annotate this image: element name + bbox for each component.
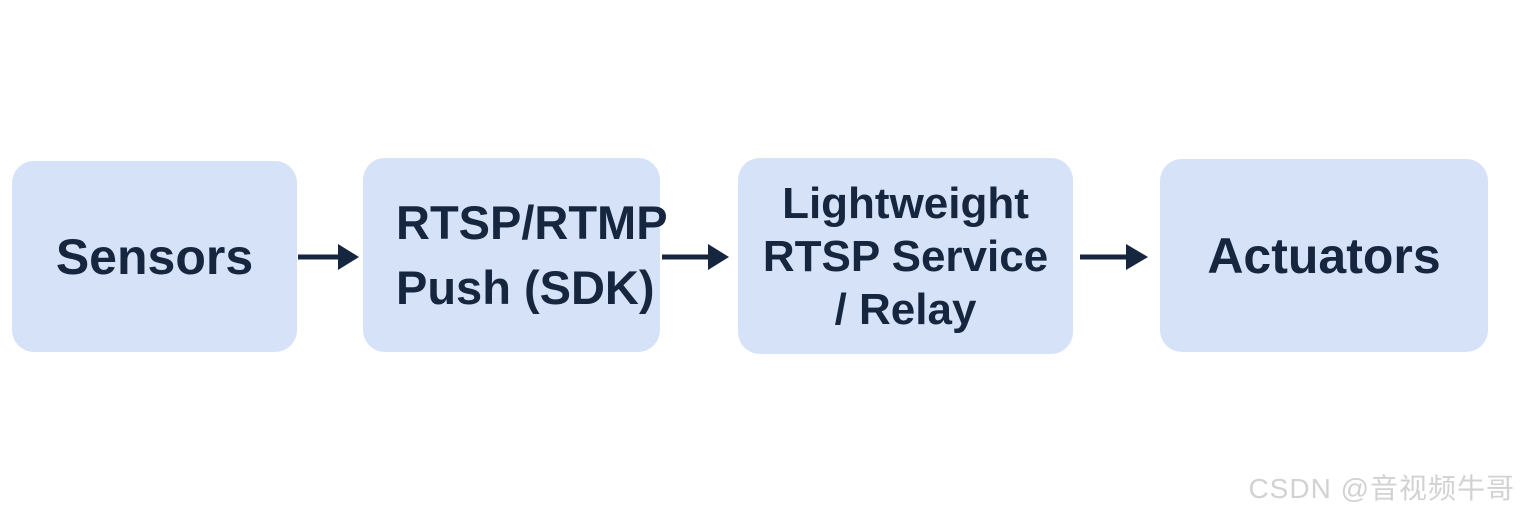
node-label: Actuators [1207,227,1441,284]
node-label-line: Push (SDK) [396,261,655,314]
node-lightweight-rtsp-service: Lightweight RTSP Service / Relay [738,158,1073,354]
node-actuators: Actuators [1160,159,1488,352]
node-label-line: / Relay [834,284,977,334]
node-label-line: RTSP/RTMP [396,196,668,249]
arrow-right-icon [298,244,359,270]
arrow-right-icon [662,244,729,270]
arrow-right-icon [1080,244,1148,270]
node-sensors: Sensors [12,161,297,352]
node-rtsp-rtmp-push-sdk: RTSP/RTMP Push (SDK) [363,158,668,352]
node-label-line: RTSP Service [762,231,1049,281]
node-label-line: Lightweight [782,178,1029,228]
node-label: Sensors [55,228,254,285]
watermark-text: CSDN @音视频牛哥 [1248,473,1515,504]
